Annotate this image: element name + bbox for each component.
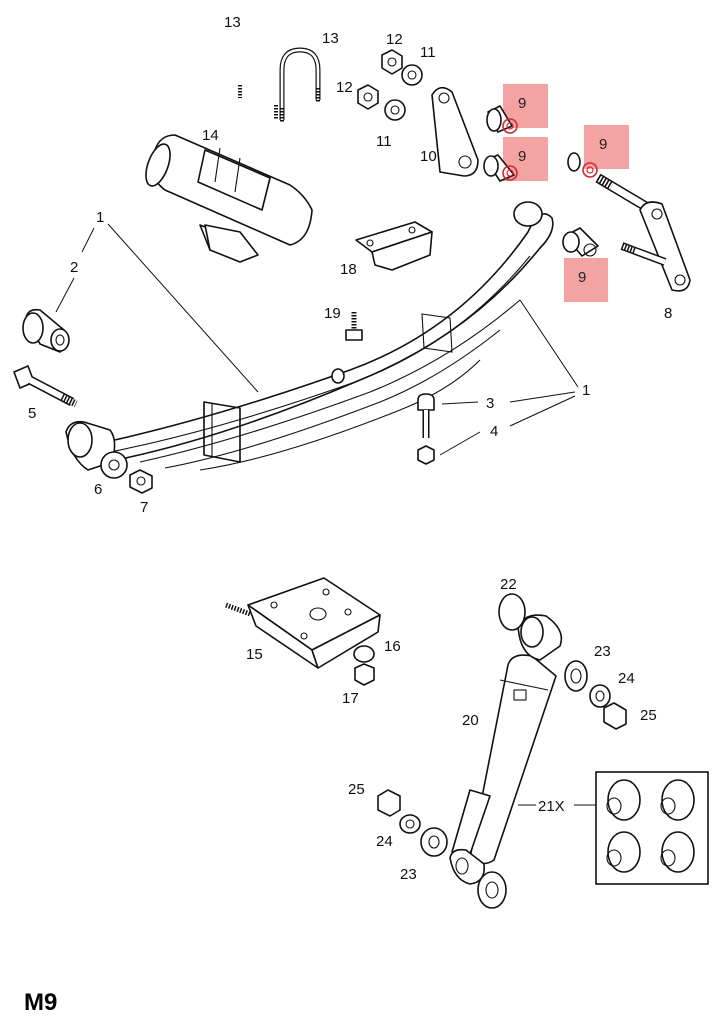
label-24-lower: 24 xyxy=(376,833,393,850)
u-bolt-left xyxy=(238,23,278,120)
washer-23-upper xyxy=(564,660,588,692)
label-10: 10 xyxy=(420,148,437,165)
label-21x: 21X xyxy=(538,798,565,815)
washer-24-upper xyxy=(589,684,611,708)
label-9b: 9 xyxy=(518,148,526,165)
diagram-title: M9 xyxy=(24,989,57,1016)
label-1-left: 1 xyxy=(96,209,104,226)
bush-kit-21x xyxy=(518,771,709,885)
axle-tube-with-pad xyxy=(145,134,313,263)
bushing-9b xyxy=(483,154,518,182)
nut-25-lower xyxy=(377,789,401,817)
label-5: 5 xyxy=(28,405,36,422)
label-12-bottom: 12 xyxy=(336,79,353,96)
label-6: 6 xyxy=(94,481,102,498)
shackle-plate-10 xyxy=(431,86,479,177)
label-11-top: 11 xyxy=(420,44,436,61)
shock-absorber-20 xyxy=(449,614,563,885)
mount-plate-15 xyxy=(225,577,381,669)
label-23-lower: 23 xyxy=(400,866,417,883)
nut-12-bottom xyxy=(357,84,379,110)
nut-4 xyxy=(417,445,435,465)
label-17: 17 xyxy=(342,690,359,707)
highlight-box-9c xyxy=(584,125,629,169)
bushing-9c xyxy=(567,152,598,178)
leader-lines-upper xyxy=(55,223,579,456)
bolt-3 xyxy=(417,393,435,438)
label-1-right: 1 xyxy=(582,382,590,399)
label-14: 14 xyxy=(202,127,219,144)
nut-17 xyxy=(354,663,375,686)
washer-11-bottom xyxy=(384,99,406,121)
washer-11-top xyxy=(401,64,423,86)
leaf-spring-1 xyxy=(65,201,554,471)
label-11-bottom: 11 xyxy=(376,133,392,150)
label-8: 8 xyxy=(664,305,672,322)
nut-12-top xyxy=(381,49,403,75)
label-18: 18 xyxy=(340,261,357,278)
label-19: 19 xyxy=(324,305,341,322)
washer-6 xyxy=(100,451,128,479)
highlight-box-9a xyxy=(503,84,548,128)
label-15: 15 xyxy=(246,646,263,663)
label-12-top: 12 xyxy=(386,31,403,48)
label-4: 4 xyxy=(490,423,498,440)
washer-lower-end xyxy=(477,871,507,909)
bushing-2 xyxy=(22,308,70,353)
label-25-upper: 25 xyxy=(640,707,657,724)
nut-7 xyxy=(129,469,153,494)
label-2: 2 xyxy=(70,259,78,276)
label-3: 3 xyxy=(486,395,494,412)
u-bolt-right xyxy=(279,47,321,122)
washer-22 xyxy=(498,593,526,631)
label-16: 16 xyxy=(384,638,401,655)
nut-25-upper xyxy=(603,702,627,730)
label-13-right: 13 xyxy=(322,30,339,47)
bushing-9d xyxy=(562,227,599,257)
stud-19 xyxy=(345,312,363,341)
label-13-left: 13 xyxy=(224,14,241,31)
label-25-lower: 25 xyxy=(348,781,365,798)
label-24-upper: 24 xyxy=(618,670,635,687)
label-9a: 9 xyxy=(518,95,526,112)
label-9c: 9 xyxy=(599,136,607,153)
bolt-5 xyxy=(13,365,78,408)
washer-24-lower xyxy=(399,814,421,834)
shackle-8 xyxy=(595,173,691,292)
label-9d: 9 xyxy=(578,269,586,286)
bushing-9a xyxy=(486,105,518,134)
label-7: 7 xyxy=(140,499,148,516)
washer-16 xyxy=(353,645,375,663)
label-23-upper: 23 xyxy=(594,643,611,660)
bracket-18 xyxy=(355,221,433,271)
label-20: 20 xyxy=(462,712,479,729)
washer-23-lower xyxy=(420,827,448,857)
highlight-box-9d xyxy=(564,258,608,302)
label-22: 22 xyxy=(500,576,517,593)
